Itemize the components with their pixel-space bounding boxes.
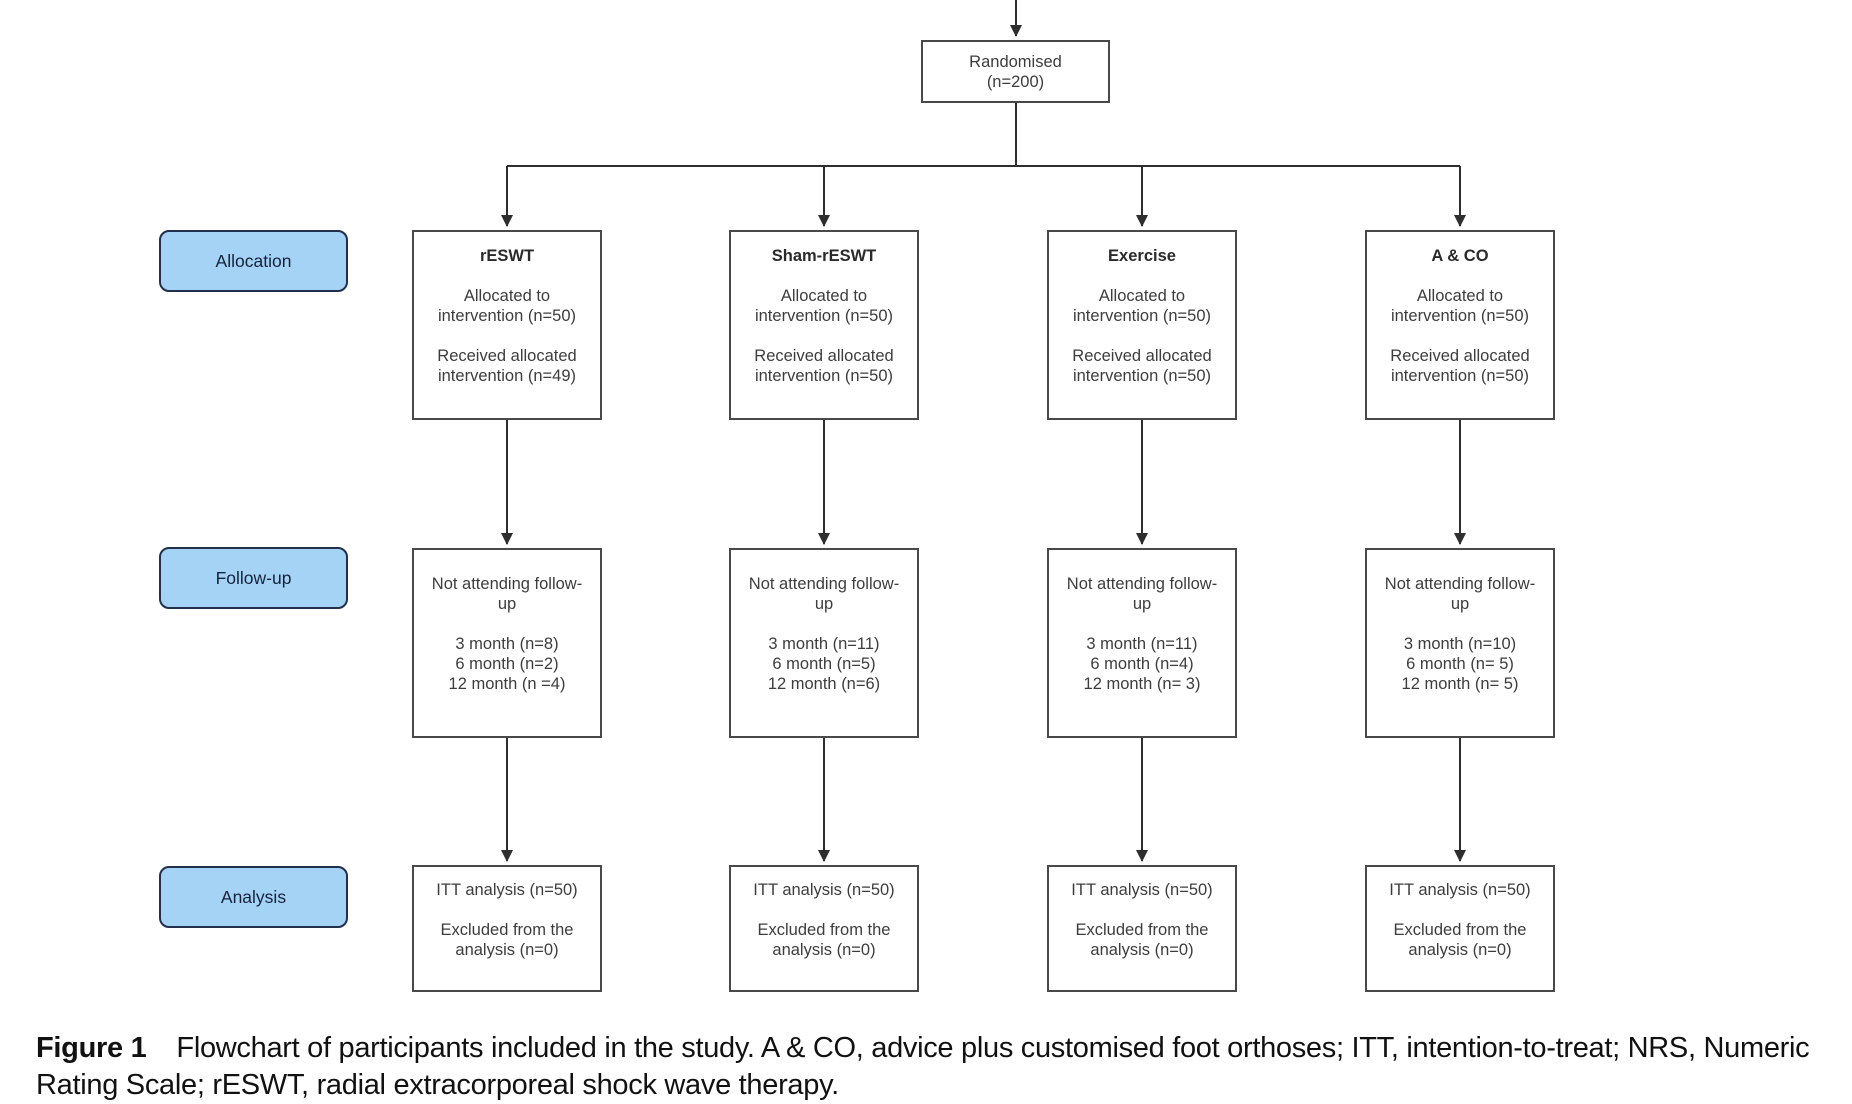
itt-text: ITT analysis (n=50) — [436, 881, 578, 899]
allocated-text: Allocated to intervention (n=50) — [1390, 287, 1530, 325]
connector-lines — [501, 0, 1466, 862]
figure-caption-text: Flowchart of participants included in th… — [36, 1032, 1810, 1101]
followup-heading: Not attending follow- up — [431, 575, 583, 613]
itt-text: ITT analysis (n=50) — [1389, 881, 1531, 899]
followup-heading: Not attending follow- up — [748, 575, 900, 613]
analysis-box-exercise: ITT analysis (n=50) Excluded from the an… — [1047, 865, 1237, 992]
excluded-text: Excluded from the analysis (n=0) — [757, 921, 891, 959]
analysis-box-aco: ITT analysis (n=50) Excluded from the an… — [1365, 865, 1555, 992]
received-text: Received allocated intervention (n=50) — [1072, 347, 1212, 385]
followup-heading: Not attending follow- up — [1384, 575, 1536, 613]
stage-label-analysis: Analysis — [159, 866, 348, 928]
followup-months: 3 month (n=11) 6 month (n=5) 12 month (n… — [767, 635, 881, 693]
arm-title: Exercise — [1108, 247, 1176, 265]
allocation-box-exercise: Exercise Allocated to intervention (n=50… — [1047, 230, 1237, 420]
received-text: Received allocated intervention (n=49) — [437, 347, 577, 385]
stage-label-allocation: Allocation — [159, 230, 348, 292]
stage-label-followup: Follow-up — [159, 547, 348, 609]
followup-box-sham-reswt: Not attending follow- up 3 month (n=11) … — [729, 548, 919, 738]
stage-label-text: Allocation — [215, 250, 292, 271]
allocation-box-sham-reswt: Sham-rESWT Allocated to intervention (n=… — [729, 230, 919, 420]
arm-title: rESWT — [479, 247, 535, 265]
itt-text: ITT analysis (n=50) — [1071, 881, 1213, 899]
allocation-box-reswt: rESWT Allocated to intervention (n=50) R… — [412, 230, 602, 420]
analysis-box-sham-reswt: ITT analysis (n=50) Excluded from the an… — [729, 865, 919, 992]
followup-months: 3 month (n=10) 6 month (n= 5) 12 month (… — [1401, 635, 1519, 693]
arm-title: A & CO — [1431, 247, 1489, 265]
stage-label-text: Analysis — [220, 886, 287, 907]
analysis-box-reswt: ITT analysis (n=50) Excluded from the an… — [412, 865, 602, 992]
randomised-box: Randomised (n=200) — [921, 40, 1110, 103]
received-text: Received allocated intervention (n=50) — [1390, 347, 1530, 385]
allocated-text: Allocated to intervention (n=50) — [1072, 287, 1212, 325]
followup-box-aco: Not attending follow- up 3 month (n=10) … — [1365, 548, 1555, 738]
followup-box-exercise: Not attending follow- up 3 month (n=11) … — [1047, 548, 1237, 738]
followup-months: 3 month (n=11) 6 month (n=4) 12 month (n… — [1083, 635, 1201, 693]
followup-heading: Not attending follow- up — [1066, 575, 1218, 613]
allocation-box-aco: A & CO Allocated to intervention (n=50) … — [1365, 230, 1555, 420]
randomised-text: Randomised (n=200) — [969, 52, 1062, 91]
arm-title: Sham-rESWT — [771, 247, 877, 265]
received-text: Received allocated intervention (n=50) — [754, 347, 894, 385]
followup-box-reswt: Not attending follow- up 3 month (n=8) 6… — [412, 548, 602, 738]
excluded-text: Excluded from the analysis (n=0) — [1075, 921, 1209, 959]
followup-months: 3 month (n=8) 6 month (n=2) 12 month (n … — [448, 635, 566, 693]
excluded-text: Excluded from the analysis (n=0) — [440, 921, 574, 959]
figure-caption-label: Figure 1 — [36, 1032, 147, 1064]
allocated-text: Allocated to intervention (n=50) — [437, 287, 577, 325]
itt-text: ITT analysis (n=50) — [753, 881, 895, 899]
allocated-text: Allocated to intervention (n=50) — [754, 287, 894, 325]
stage-label-text: Follow-up — [215, 567, 292, 588]
excluded-text: Excluded from the analysis (n=0) — [1393, 921, 1527, 959]
